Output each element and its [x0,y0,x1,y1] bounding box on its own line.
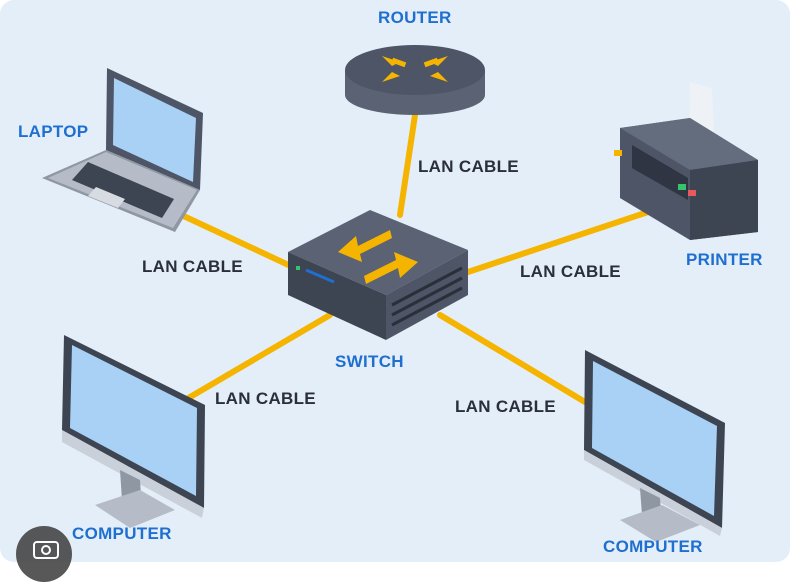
network-diagram [42,45,758,542]
switch-label: SWITCH [335,352,404,371]
cable-label-computer-right: LAN CABLE [455,397,556,416]
cable-laptop [172,209,298,271]
cable-computer-left [182,312,333,403]
cable-label-laptop: LAN CABLE [142,257,243,276]
cable-label-printer: LAN CABLE [520,262,621,281]
router-label: ROUTER [378,8,452,27]
camera-lens-icon[interactable] [16,526,72,582]
printer-icon [614,82,758,240]
laptop-label: LAPTOP [18,122,89,141]
computer-left-icon [62,335,205,528]
cable-label-computer-left: LAN CABLE [215,389,316,408]
cable-label-router: LAN CABLE [418,157,519,176]
computer-right-icon [584,350,725,542]
printer-label: PRINTER [686,250,763,269]
computer-right-label: COMPUTER [603,537,703,556]
cable-router [397,112,418,218]
cable-computer-right [437,312,588,405]
cable-printer [465,209,651,275]
camera-glyph-icon [33,541,59,559]
laptop-icon [42,68,203,232]
computer-left-label: COMPUTER [72,524,172,543]
switch-icon [288,210,468,340]
router-icon [345,45,485,115]
